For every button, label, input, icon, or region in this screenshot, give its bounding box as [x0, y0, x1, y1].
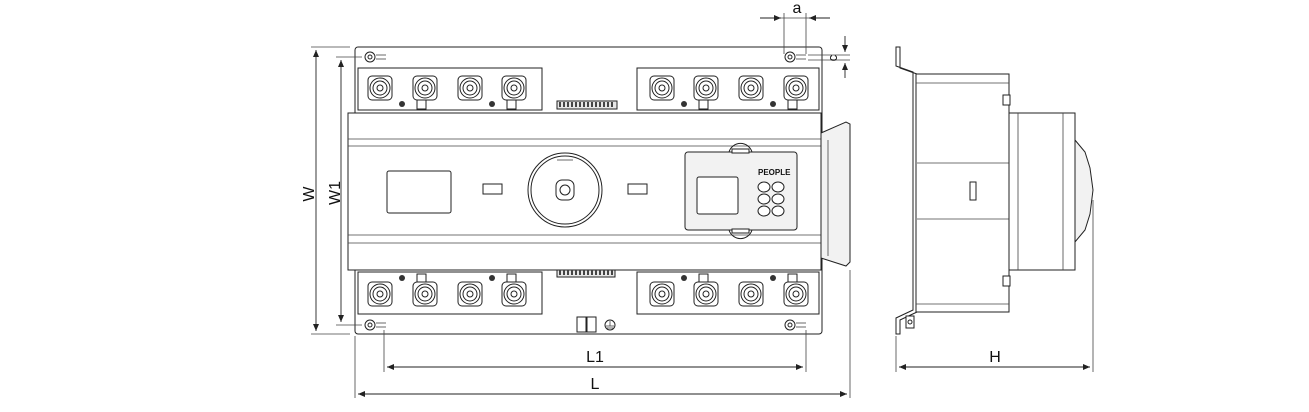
- terminal-screw: [399, 101, 405, 107]
- terminal-screw: [770, 275, 776, 281]
- terminal-lug: [783, 281, 809, 307]
- connector-pin: [603, 270, 605, 275]
- ground-terminal: [576, 316, 616, 333]
- terminal-lug: [367, 75, 393, 101]
- front-view: PEOPLE: [347, 46, 851, 335]
- side-body: [915, 73, 1010, 313]
- label-w: W: [301, 186, 318, 202]
- side-knob-profile: [1074, 138, 1094, 244]
- connector-pin: [583, 102, 585, 107]
- connector-pin: [587, 270, 589, 275]
- connector-pin: [583, 270, 585, 275]
- terminal-lug: [738, 281, 764, 307]
- terminal-lug: [501, 75, 527, 101]
- mounting-hole-top-left: [364, 51, 386, 63]
- terminal-lug: [457, 75, 483, 101]
- side-mounting-bracket: [895, 46, 918, 335]
- connector-pin: [575, 270, 577, 275]
- connector-pin: [563, 102, 565, 107]
- operating-knob: [527, 152, 603, 228]
- connector-pin: [571, 270, 573, 275]
- connector-pin: [607, 102, 609, 107]
- dimension-lines: W W1 L1 L H a c: [301, 0, 1094, 398]
- terminal-screw: [770, 101, 776, 107]
- controller-module: PEOPLE: [684, 143, 798, 239]
- connector-pin: [595, 102, 597, 107]
- controller-display: [696, 176, 739, 215]
- terminal-screw: [681, 101, 687, 107]
- connector-pins: [559, 102, 613, 275]
- connector-pin: [591, 270, 593, 275]
- connector-pin: [575, 102, 577, 107]
- terminal-lug: [367, 281, 393, 307]
- connector-pin: [591, 102, 593, 107]
- terminal-lug: [693, 281, 719, 307]
- connector-pin: [559, 102, 561, 107]
- side-front-panel: [1008, 112, 1076, 271]
- terminal-lug: [412, 75, 438, 101]
- terminal-clamp: [416, 99, 427, 110]
- mounting-hole-bottom-right: [784, 319, 806, 331]
- connector-pin: [571, 102, 573, 107]
- label-a: a: [793, 0, 802, 17]
- terminal-clamp: [787, 99, 798, 110]
- side-handle: [820, 121, 851, 267]
- terminal-clamp: [698, 99, 709, 110]
- connector-pin: [563, 270, 565, 275]
- terminal-lug: [783, 75, 809, 101]
- status-slot-left: [482, 183, 503, 195]
- connector-pin: [611, 102, 613, 107]
- label-c: c: [825, 54, 840, 61]
- connector-pin: [603, 102, 605, 107]
- connector-pin: [579, 270, 581, 275]
- terminal-screw: [681, 275, 687, 281]
- connector-pin: [579, 102, 581, 107]
- connector-pin: [599, 102, 601, 107]
- connector-pin: [587, 102, 589, 107]
- terminal-lug: [412, 281, 438, 307]
- terminal-screw: [489, 275, 495, 281]
- side-view: [895, 46, 1094, 335]
- terminal-lug: [501, 281, 527, 307]
- connector-pin: [567, 102, 569, 107]
- label-w1: W1: [327, 181, 344, 205]
- brand-label: PEOPLE: [758, 168, 791, 177]
- terminal-screw: [489, 101, 495, 107]
- connector-pin: [611, 270, 613, 275]
- connector-pin: [599, 270, 601, 275]
- label-l: L: [591, 376, 600, 393]
- terminal-lug: [738, 75, 764, 101]
- indicator-window: [386, 170, 452, 214]
- connector-pin: [567, 270, 569, 275]
- connector-pin: [559, 270, 561, 275]
- connector-pin: [607, 270, 609, 275]
- status-slot-right: [627, 183, 648, 195]
- terminal-clamp: [506, 99, 517, 110]
- label-h: H: [989, 349, 1001, 366]
- terminal-lug: [457, 281, 483, 307]
- mounting-hole-bottom-left: [364, 319, 386, 331]
- terminal-lug: [649, 281, 675, 307]
- label-l1: L1: [586, 349, 604, 366]
- mounting-hole-top-right: [784, 51, 806, 63]
- connector-pin: [595, 270, 597, 275]
- terminal-lug: [649, 75, 675, 101]
- terminal-lugs: [367, 75, 809, 307]
- terminal-lug: [693, 75, 719, 101]
- terminal-screw: [399, 275, 405, 281]
